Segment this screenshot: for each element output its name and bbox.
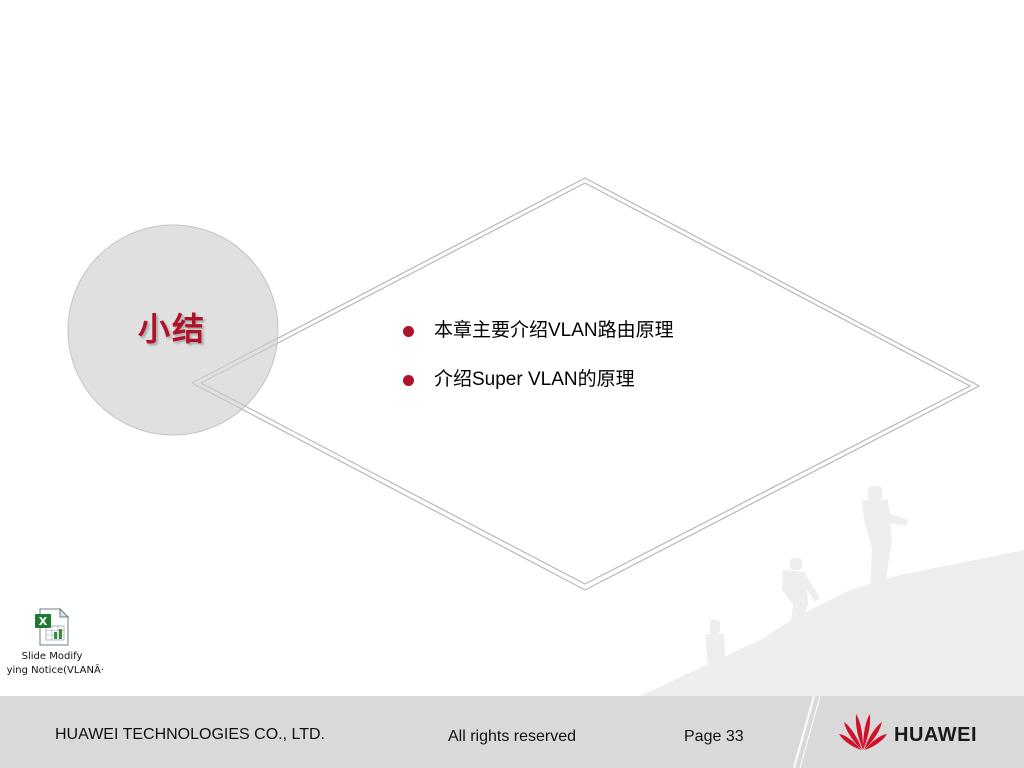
bullet-list: 本章主要介绍VLAN路由原理 介绍Super VLAN的原理: [400, 318, 674, 416]
hikers-watermark: [640, 486, 1024, 696]
embedded-caption-line1: Slide Modify: [21, 651, 83, 662]
footer-divider: [793, 696, 821, 768]
huawei-logo-text: HUAWEI: [894, 724, 977, 746]
embedded-caption-line2: ying Notice(VLANÂ·: [6, 665, 104, 676]
bullet-dot-icon: [403, 375, 414, 386]
huawei-logo-icon: [839, 714, 887, 750]
footer-company: HUAWEI TECHNOLOGIES CO., LTD.: [55, 726, 325, 743]
bullet-item: 介绍Super VLAN的原理: [400, 367, 674, 393]
excel-file-icon: X: [35, 608, 70, 646]
footer-page-number: Page 33: [684, 728, 744, 745]
footer-rights: All rights reserved: [448, 728, 577, 745]
title-circle: [67, 224, 279, 436]
bullet-text: 介绍Super VLAN的原理: [434, 369, 635, 390]
diamond-frame: [190, 177, 981, 591]
bullet-dot-icon: [403, 326, 414, 337]
slide-title: 小结: [137, 310, 206, 348]
bullet-text: 本章主要介绍VLAN路由原理: [434, 320, 674, 341]
bullet-item: 本章主要介绍VLAN路由原理: [400, 318, 674, 344]
svg-text:X: X: [39, 615, 48, 628]
footer: HUAWEI TECHNOLOGIES CO., LTD. All rights…: [0, 696, 1024, 768]
